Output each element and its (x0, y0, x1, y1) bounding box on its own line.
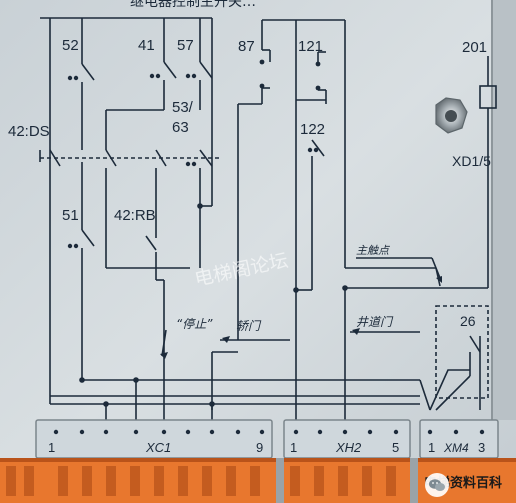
xc1-name: XC1 (145, 440, 171, 455)
label-26: 26 (460, 313, 476, 329)
xh2-name: XH2 (335, 440, 362, 455)
contact-dots (67, 59, 442, 407)
xc1-start: 1 (48, 440, 55, 455)
wechat-icon (424, 473, 449, 497)
label-42-ds: 42:DS (8, 123, 50, 140)
label-52: 52 (62, 37, 79, 54)
annotation-stop: “停止” (176, 317, 213, 331)
xh2-start: 1 (290, 440, 297, 455)
wiring (39, 17, 497, 420)
label-53: 53/ (172, 99, 194, 116)
label-57: 57 (177, 37, 194, 54)
label-201: 201 (462, 39, 487, 56)
label-xd1-5: XD1/5 (452, 153, 491, 169)
enclosure-edge (492, 0, 516, 420)
xc1-end: 9 (256, 440, 263, 455)
annotation-shaft-door: 井道门 (356, 315, 394, 329)
label-42-rb: 42:RB (114, 207, 156, 224)
label-41: 41 (138, 37, 155, 54)
label-121: 121 (298, 38, 323, 55)
annotation-main-contact: 主触点 (356, 244, 391, 257)
brand-watermark: 电梯资料百科 (424, 472, 502, 497)
label-63: 63 (172, 119, 189, 136)
xm4-end: 3 (478, 440, 485, 455)
terminal-block-xc1 (35, 419, 273, 459)
label-87: 87 (238, 38, 255, 55)
label-51: 51 (62, 207, 79, 224)
bolt-icon (435, 97, 468, 134)
label-122: 122 (300, 121, 325, 138)
annotation-car-door: 轿门 (236, 319, 262, 333)
xm4-name: XM4 (443, 441, 469, 455)
xh2-end: 5 (392, 440, 399, 455)
header-title: 继电器控制主开关… (130, 0, 256, 10)
xm4-start: 1 (428, 440, 435, 455)
